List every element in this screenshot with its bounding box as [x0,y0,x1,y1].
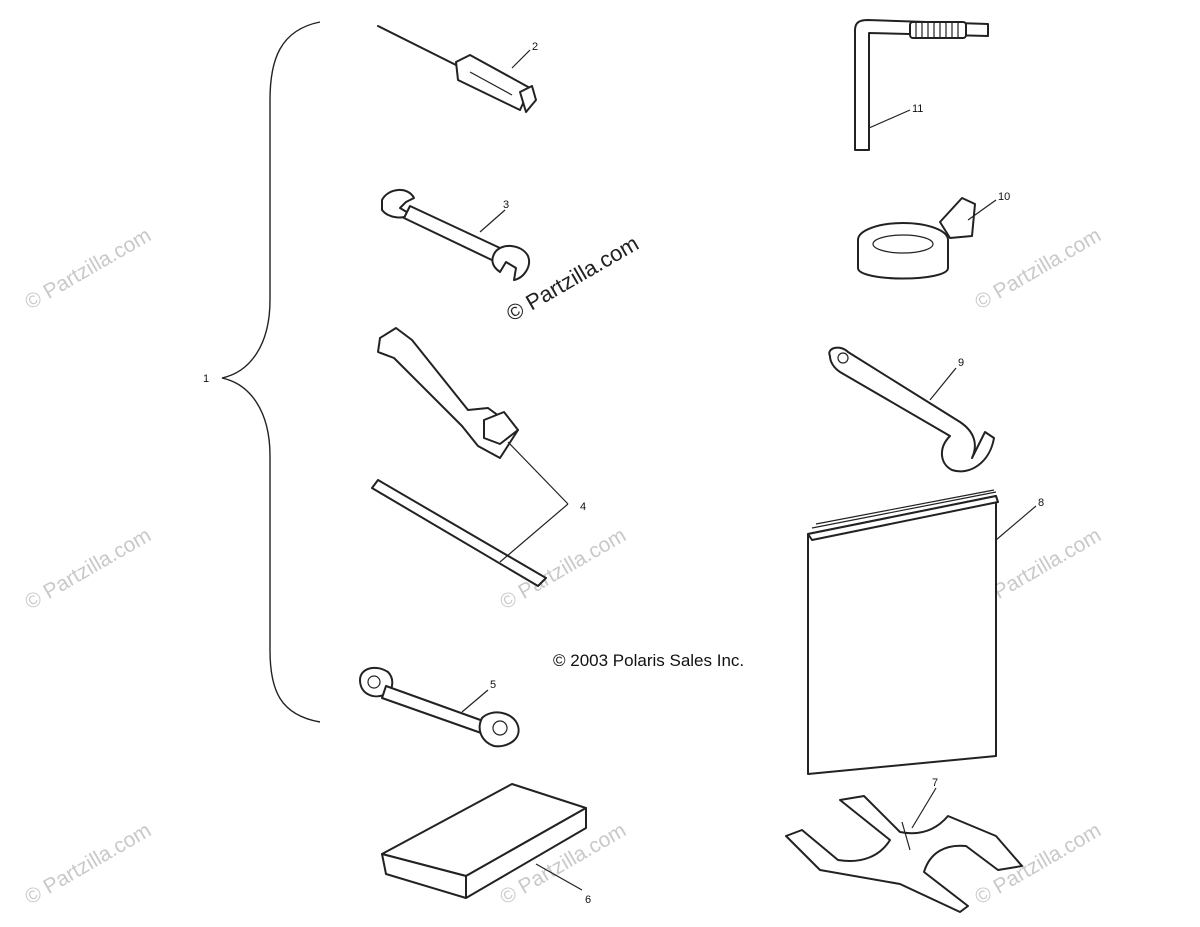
watermark: © Partzilla.com [971,224,1105,315]
callout-5: 5 [490,679,496,691]
callout-7: 7 [932,777,938,789]
partzilla-watermark: © Partzilla.com [502,231,643,327]
part-4-socket-wrench-and-bar: 4 [371,327,586,587]
part-11-l-hex-wrench: 11 [854,19,989,151]
callout-3: 3 [503,199,509,211]
callout-4: 4 [580,501,586,513]
callout-11: 11 [912,103,923,115]
part-8-owners-manual: 8 [807,489,1044,775]
watermark: © Partzilla.com [21,819,155,910]
copyright-notice: © 2003 Polaris Sales Inc. [553,651,744,670]
callout-2: 2 [532,41,538,53]
part-7-fork-tool: 7 [785,777,1023,913]
watermark: © Partzilla.com [21,524,155,615]
part-3-open-end-wrench: 3 [381,189,530,281]
part-9-hook-spanner: 9 [828,346,995,473]
callout-1: 1 [203,373,209,385]
callout-8: 8 [1038,497,1044,509]
part-1-tool-kit-brace: 1 [203,21,321,723]
part-10-rolled-strap: 10 [857,191,1010,280]
part-6-tool-pouch: 6 [381,783,591,906]
part-2-screwdriver: 2 [377,25,538,113]
callout-10: 10 [998,191,1010,203]
callout-9: 9 [958,357,964,369]
watermark: © Partzilla.com [21,224,155,315]
callout-6: 6 [585,894,591,906]
part-5-box-end-wrench: 5 [359,666,520,748]
